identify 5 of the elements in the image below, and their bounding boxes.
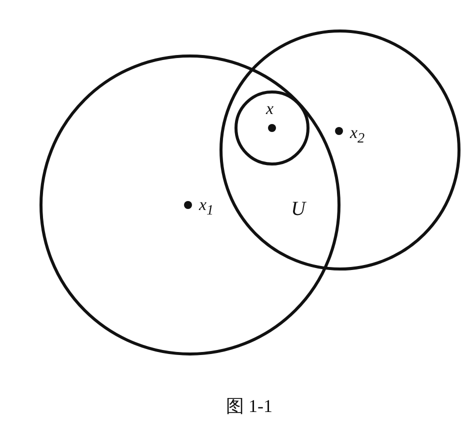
point-label: x$_{1}$	[199, 196, 214, 218]
point-label: x	[266, 100, 274, 117]
figure-caption: 图 1-1	[226, 395, 272, 418]
set-label: U	[291, 199, 306, 219]
point-label: x$_{2}$	[350, 124, 365, 146]
